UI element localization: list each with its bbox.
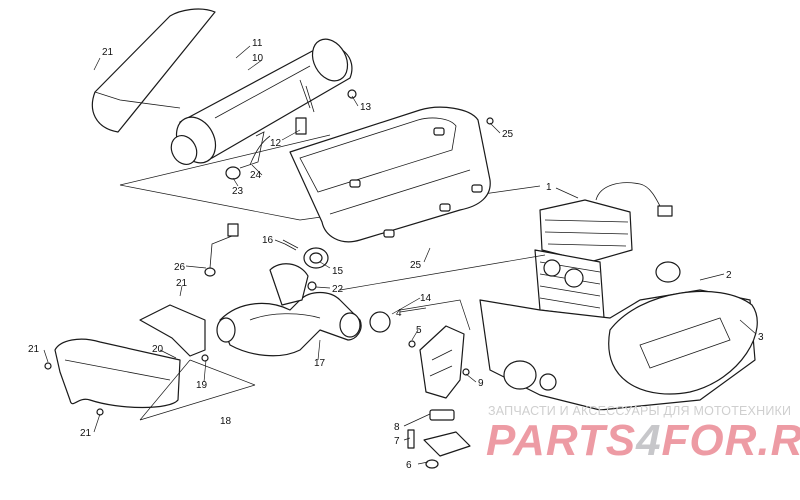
watermark-brand: PARTS4FOR.RU bbox=[486, 416, 800, 466]
callout-21-bottom: 21 bbox=[80, 428, 92, 439]
exhaust-heat-shield bbox=[289, 106, 491, 243]
callout-13: 13 bbox=[360, 102, 372, 113]
callout-21-left: 21 bbox=[28, 344, 40, 355]
watermark-caption: ЗАПЧАСТИ И АКСЕССУАРЫ ДЛЯ МОТОТЕХНИКИ bbox=[488, 404, 792, 418]
lower-heat-shield bbox=[44, 304, 209, 416]
callout-22: 22 bbox=[332, 284, 344, 295]
leader-lines bbox=[43, 45, 757, 465]
exhaust-header-pipe bbox=[216, 263, 362, 357]
callout-3: 3 bbox=[758, 332, 764, 343]
callout-6: 6 bbox=[406, 460, 412, 471]
callout-9: 9 bbox=[478, 378, 484, 389]
muffler-spring bbox=[225, 135, 271, 180]
watermark-brand-4: 4 bbox=[636, 416, 662, 465]
callout-23: 23 bbox=[232, 186, 244, 197]
callout-25: 25 bbox=[502, 129, 514, 140]
callout-19: 19 bbox=[196, 380, 208, 391]
callout-labels: 21 11 10 13 25 12 24 23 1 16 26 15 25 2 … bbox=[28, 38, 764, 471]
watermark-brand-parts: PARTS bbox=[486, 416, 637, 465]
callout-4: 4 bbox=[396, 308, 402, 319]
oxygen-sensor bbox=[204, 223, 239, 277]
engine-mount-bracket bbox=[407, 325, 471, 469]
muffler-heat-shield bbox=[91, 8, 216, 133]
muffler bbox=[170, 38, 353, 169]
callout-21: 21 bbox=[102, 47, 114, 58]
callout-25-lower: 25 bbox=[410, 260, 422, 271]
callout-16: 16 bbox=[262, 235, 274, 246]
callout-26: 26 bbox=[174, 262, 186, 273]
callout-20: 20 bbox=[152, 344, 164, 355]
callout-5: 5 bbox=[416, 325, 422, 336]
callout-12: 12 bbox=[270, 138, 282, 149]
callout-8: 8 bbox=[394, 422, 400, 433]
engine-assembly bbox=[479, 182, 758, 411]
watermark-brand-for-ru: FOR.RU bbox=[661, 416, 800, 465]
callout-21-mid: 21 bbox=[176, 278, 188, 289]
callout-1: 1 bbox=[546, 182, 552, 193]
muffler-bracket bbox=[295, 89, 494, 135]
callout-17: 17 bbox=[314, 358, 326, 369]
callout-18: 18 bbox=[220, 416, 232, 427]
callout-2: 2 bbox=[726, 270, 732, 281]
callout-15: 15 bbox=[332, 266, 344, 277]
callout-24: 24 bbox=[250, 170, 262, 181]
callout-7: 7 bbox=[394, 436, 400, 447]
callout-14: 14 bbox=[420, 293, 432, 304]
callout-10: 10 bbox=[252, 53, 264, 64]
exhaust-gasket bbox=[369, 311, 391, 333]
callout-11: 11 bbox=[252, 38, 263, 49]
